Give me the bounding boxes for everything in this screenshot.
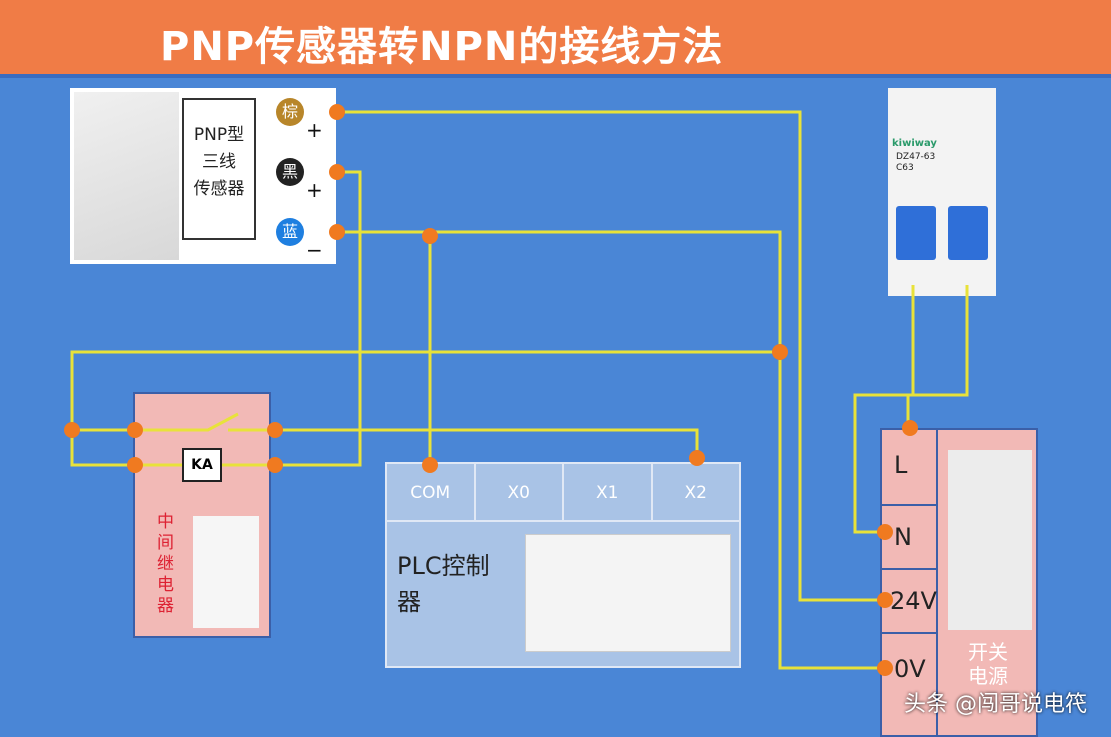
node bbox=[329, 224, 345, 240]
node bbox=[127, 422, 143, 438]
node bbox=[329, 104, 345, 120]
wire-brown-to-24v bbox=[335, 110, 885, 602]
node bbox=[422, 228, 438, 244]
watermark: 头条 @闯哥说电笩 bbox=[904, 692, 1087, 717]
wire-black-badge: 黑 bbox=[276, 158, 304, 186]
sensor-label: PNP型 三线 传感器 bbox=[182, 98, 256, 240]
plc-terminal-com: COM bbox=[387, 464, 476, 520]
wire-relay-common bbox=[72, 412, 239, 432]
psu-terminal-n: N bbox=[882, 506, 938, 570]
wire-black-sign: + bbox=[306, 178, 323, 202]
wire-blue-to-0v bbox=[335, 230, 885, 670]
wire-breaker-to-n bbox=[853, 285, 969, 534]
plc-photo bbox=[525, 534, 731, 652]
relay-photo bbox=[193, 516, 259, 628]
relay-box: 中间继电器 bbox=[133, 392, 271, 638]
node bbox=[127, 457, 143, 473]
wire-blue-sign: − bbox=[306, 238, 323, 262]
node bbox=[689, 450, 705, 466]
power-supply: L N 24V 0V 开关电源 bbox=[880, 428, 1038, 737]
node bbox=[64, 422, 80, 438]
plc-terminal-row: COM X0 X1 X2 bbox=[387, 464, 739, 522]
sensor-label-line: 三线 bbox=[202, 152, 236, 172]
node bbox=[267, 457, 283, 473]
title-bar: PNP传感器转NPN的接线方法 bbox=[0, 0, 1111, 78]
wire-blue-badge: 蓝 bbox=[276, 218, 304, 246]
node bbox=[877, 660, 893, 676]
plc-name: PLC控制器 bbox=[397, 552, 490, 616]
wire-relay-contact-to-x2 bbox=[228, 428, 699, 458]
sensor-photo bbox=[74, 92, 179, 260]
breaker-handle[interactable] bbox=[948, 206, 988, 260]
sensor-panel: PNP型 三线 传感器 棕 + 黑 + 蓝 − bbox=[70, 88, 336, 264]
breaker-brand: kiwiway bbox=[892, 138, 937, 149]
node bbox=[422, 457, 438, 473]
wire-breaker-to-l bbox=[906, 285, 915, 428]
wire-0v-to-relay bbox=[70, 350, 780, 467]
node bbox=[267, 422, 283, 438]
relay-coil: KA bbox=[182, 448, 222, 482]
psu-terminal-0v: 0V bbox=[882, 634, 938, 737]
relay-label: 中间继电器 bbox=[157, 512, 174, 616]
wire-black-to-relay bbox=[275, 170, 362, 467]
page-title: PNP传感器转NPN的接线方法 bbox=[160, 24, 724, 70]
plc-terminal-x1: X1 bbox=[564, 464, 653, 520]
breaker-rating: C63 bbox=[896, 163, 914, 173]
sensor-label-line: 传感器 bbox=[193, 179, 245, 199]
psu-terminal-l: L bbox=[882, 430, 938, 506]
node bbox=[772, 344, 788, 360]
plc-box: COM X0 X1 X2 PLC控制器 bbox=[385, 462, 741, 668]
plc-terminal-x2: X2 bbox=[684, 483, 707, 503]
node bbox=[329, 164, 345, 180]
breaker-model-text: DZ47-63 bbox=[896, 152, 936, 162]
node bbox=[877, 524, 893, 540]
psu-photo bbox=[948, 450, 1032, 630]
plc-terminal-x0: X0 bbox=[476, 464, 564, 520]
psu-terminal-24v: 24V bbox=[882, 570, 938, 634]
node bbox=[877, 592, 893, 608]
wire-brown-badge: 棕 bbox=[276, 98, 304, 126]
wire-brown-sign: + bbox=[306, 118, 323, 142]
node bbox=[902, 420, 918, 436]
sensor-label-line: PNP型 bbox=[193, 125, 245, 145]
psu-label: 开关电源 bbox=[968, 640, 1008, 688]
breaker-handle[interactable] bbox=[896, 206, 936, 260]
